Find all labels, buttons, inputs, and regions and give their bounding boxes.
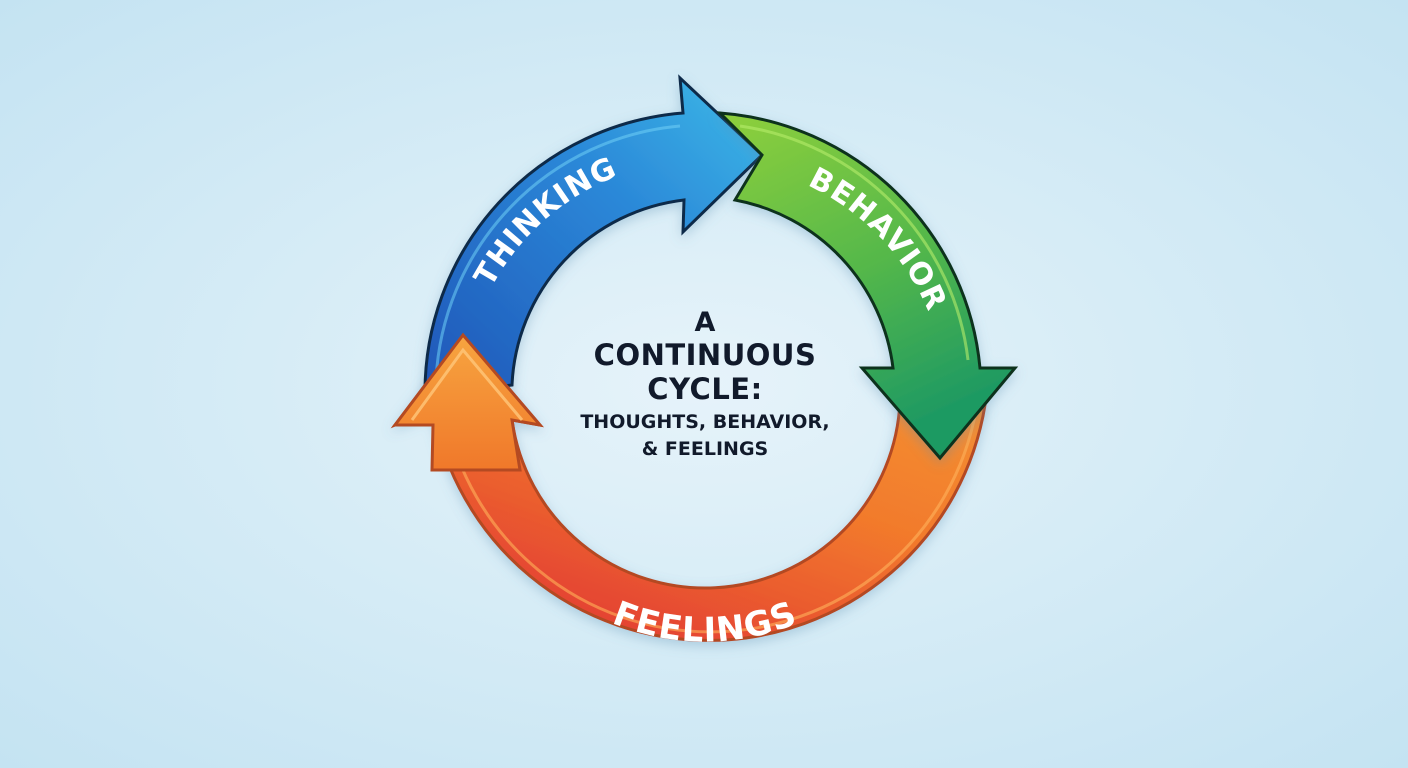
center-title-line-3: CYCLE:	[647, 372, 763, 406]
center-title: A CONTINUOUS CYCLE: THOUGHTS, BEHAVIOR, …	[503, 308, 907, 462]
center-subtitle-line-2: & FEELINGS	[641, 438, 769, 460]
center-title-line-2: CONTINUOUS	[593, 338, 817, 372]
behavior-arrow	[716, 111, 1019, 461]
feelings-arrowhead	[391, 332, 544, 472]
thinking-arrow	[423, 74, 765, 397]
center-subtitle-line-1: THOUGHTS, BEHAVIOR,	[580, 411, 830, 433]
center-title-line-1: A	[694, 307, 716, 338]
